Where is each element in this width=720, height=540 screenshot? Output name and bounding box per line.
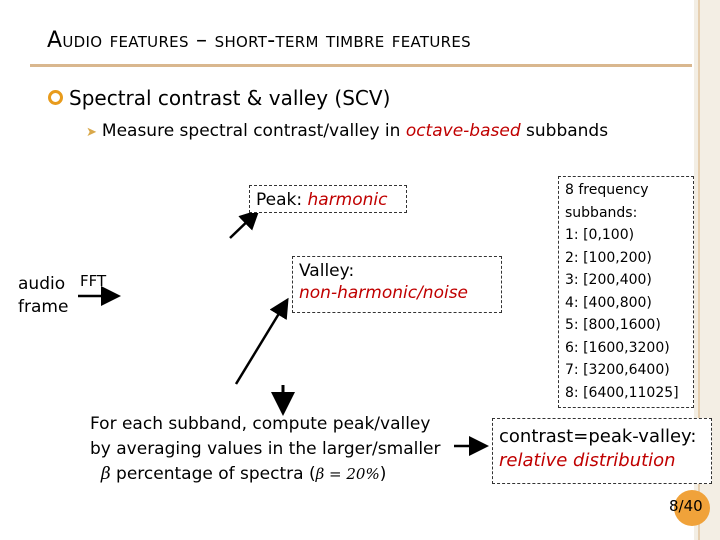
valley-arrow xyxy=(234,297,289,385)
subbands-title-1: 8 frequency xyxy=(565,182,649,198)
title-rule xyxy=(30,64,692,67)
valley-emphasis: non-harmonic/noise xyxy=(299,283,469,303)
bullet2-suffix: subbands xyxy=(520,121,609,141)
beta-equation: β = 20% xyxy=(315,465,380,483)
page-current: 8 xyxy=(669,497,679,515)
subband-item: 1: [0,100) xyxy=(565,227,635,243)
beta-symbol: β xyxy=(100,464,111,484)
audio-frame-label: audio frame xyxy=(18,273,68,319)
peak-emphasis: harmonic xyxy=(307,190,388,210)
page-number: 8/40 xyxy=(669,497,703,515)
page-badge xyxy=(674,490,710,526)
subband-item: 7: [3200,6400) xyxy=(565,362,670,378)
subband-item: 4: [400,800) xyxy=(565,294,652,311)
subband-text-line3-end: ) xyxy=(379,464,387,484)
contrast-box: contrast=peak-valley: relative distribut… xyxy=(492,418,712,484)
subband-text-line1: For each subband, compute peak/valley xyxy=(90,414,431,434)
fft-label: FFT xyxy=(80,272,107,290)
subband-item: 3: [200,400) xyxy=(565,272,652,288)
subband-text-line3-mid: percentage of spectra ( xyxy=(110,464,316,484)
peak-label: Peak: xyxy=(256,190,308,210)
peak-arrow xyxy=(229,209,260,239)
subbands-title-2: subbands: xyxy=(565,204,638,221)
subband-item: 8: [6400,11025] xyxy=(565,384,679,401)
bullet-measure: ➤ Measure spectral contrast/valley in oct… xyxy=(86,121,608,141)
bullet-spectral-contrast: Spectral contrast & valley (SCV) xyxy=(48,86,390,110)
subbands-box: 8 frequency subbands: 1: [0,100) 2: [100… xyxy=(558,176,694,408)
valley-box: Valley: non-harmonic/noise xyxy=(292,256,502,313)
bullet-arrow-icon: ➤ xyxy=(86,125,97,140)
bullet1-text: Spectral contrast & valley (SCV) xyxy=(69,86,391,110)
subband-text-line3: β percentage of spectra (β = 20%) xyxy=(90,462,441,487)
bullet-ring-icon xyxy=(48,90,63,105)
subband-description: For each subband, compute peak/valley by… xyxy=(90,412,441,487)
audio-line1: audio xyxy=(18,274,66,294)
peak-box: Peak: harmonic xyxy=(249,185,407,213)
bullet2-emphasis: octave-based xyxy=(405,121,521,141)
bullet2-prefix: Measure spectral contrast/valley in xyxy=(101,121,406,141)
page-total: 40 xyxy=(683,497,703,515)
audio-line2: frame xyxy=(18,297,69,317)
subband-item: 5: [800,1600) xyxy=(565,317,661,333)
valley-label: Valley: xyxy=(299,261,355,281)
subband-item: 2: [100,200) xyxy=(565,249,652,266)
page-separator: / xyxy=(678,497,684,515)
contrast-line1: contrast=peak-valley: xyxy=(499,426,697,447)
contrast-line2: relative distribution xyxy=(499,450,676,471)
right-border-line xyxy=(698,0,700,540)
subband-item: 6: [1600,3200) xyxy=(565,339,670,356)
slide-title: Audio features – short-term timbre featu… xyxy=(47,28,471,53)
subband-text-line2: by averaging values in the larger/smalle… xyxy=(90,439,441,459)
